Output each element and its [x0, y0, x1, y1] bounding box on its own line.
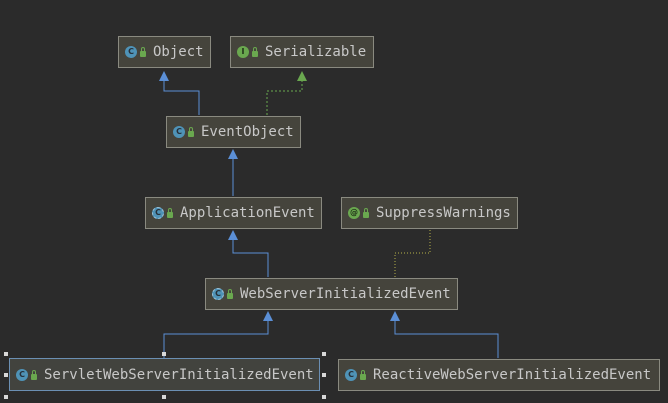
lock-icon	[167, 208, 173, 218]
node-label: Serializable	[265, 44, 367, 60]
node-label: ServletWebServerInitializedEvent	[44, 366, 314, 383]
class-icon: C	[125, 46, 137, 58]
selection-handle[interactable]	[322, 352, 326, 356]
lock-icon	[252, 47, 258, 57]
selection-handle[interactable]	[322, 395, 326, 399]
lock-icon	[360, 370, 366, 380]
arrowhead-serializable	[297, 71, 307, 81]
arrowhead-applicationevent	[228, 230, 238, 240]
node-object[interactable]: C Object	[118, 36, 211, 68]
lock-icon	[227, 289, 233, 299]
node-label: SuppressWarnings	[376, 205, 511, 221]
class-icon: C	[345, 369, 357, 381]
lock-icon	[188, 127, 194, 137]
edge-webserver-applicationevent	[232, 240, 269, 277]
node-event-object[interactable]: C EventObject	[166, 116, 301, 148]
abstract-class-icon: C	[212, 288, 224, 300]
node-application-event[interactable]: C ApplicationEvent	[145, 197, 322, 229]
node-label: ApplicationEvent	[180, 205, 315, 221]
selection-handle[interactable]	[4, 373, 8, 377]
lock-icon	[140, 47, 146, 57]
node-label: ReactiveWebServerInitializedEvent	[373, 367, 652, 383]
node-label: Object	[153, 44, 204, 60]
lock-icon	[31, 369, 37, 380]
edge-servlet-webserver	[163, 321, 269, 358]
edge-reactive-webserver	[394, 321, 499, 358]
edge-eventobject-serializable	[266, 81, 303, 115]
class-icon: C	[173, 126, 185, 138]
selection-handle[interactable]	[4, 352, 8, 356]
interface-icon: I	[237, 46, 249, 58]
abstract-class-icon: C	[152, 207, 164, 219]
node-reactive-web-server-initialized-event[interactable]: C ReactiveWebServerInitializedEvent	[338, 359, 660, 391]
node-label: EventObject	[201, 124, 294, 140]
selection-handle[interactable]	[162, 352, 166, 356]
edge-webserver-suppresswarnings	[394, 230, 431, 277]
lock-icon	[363, 208, 369, 218]
node-label: WebServerInitializedEvent	[240, 286, 451, 302]
arrowhead-webserver-right	[390, 311, 400, 321]
arrowhead-webserver-left	[263, 311, 273, 321]
selection-handle[interactable]	[4, 395, 8, 399]
node-suppress-warnings[interactable]: @ SuppressWarnings	[341, 197, 518, 229]
selection-handle[interactable]	[322, 373, 326, 377]
node-web-server-initialized-event[interactable]: C WebServerInitializedEvent	[205, 278, 458, 310]
arrowhead-eventobject	[228, 149, 238, 159]
selection-handle[interactable]	[162, 395, 166, 399]
annotation-icon: @	[348, 207, 360, 219]
arrowhead-object	[159, 71, 169, 81]
node-servlet-web-server-initialized-event[interactable]: C ServletWebServerInitializedEvent	[9, 358, 320, 391]
class-icon: C	[16, 368, 28, 381]
node-serializable[interactable]: I Serializable	[230, 36, 374, 68]
edge-eventobject-object	[163, 81, 200, 115]
